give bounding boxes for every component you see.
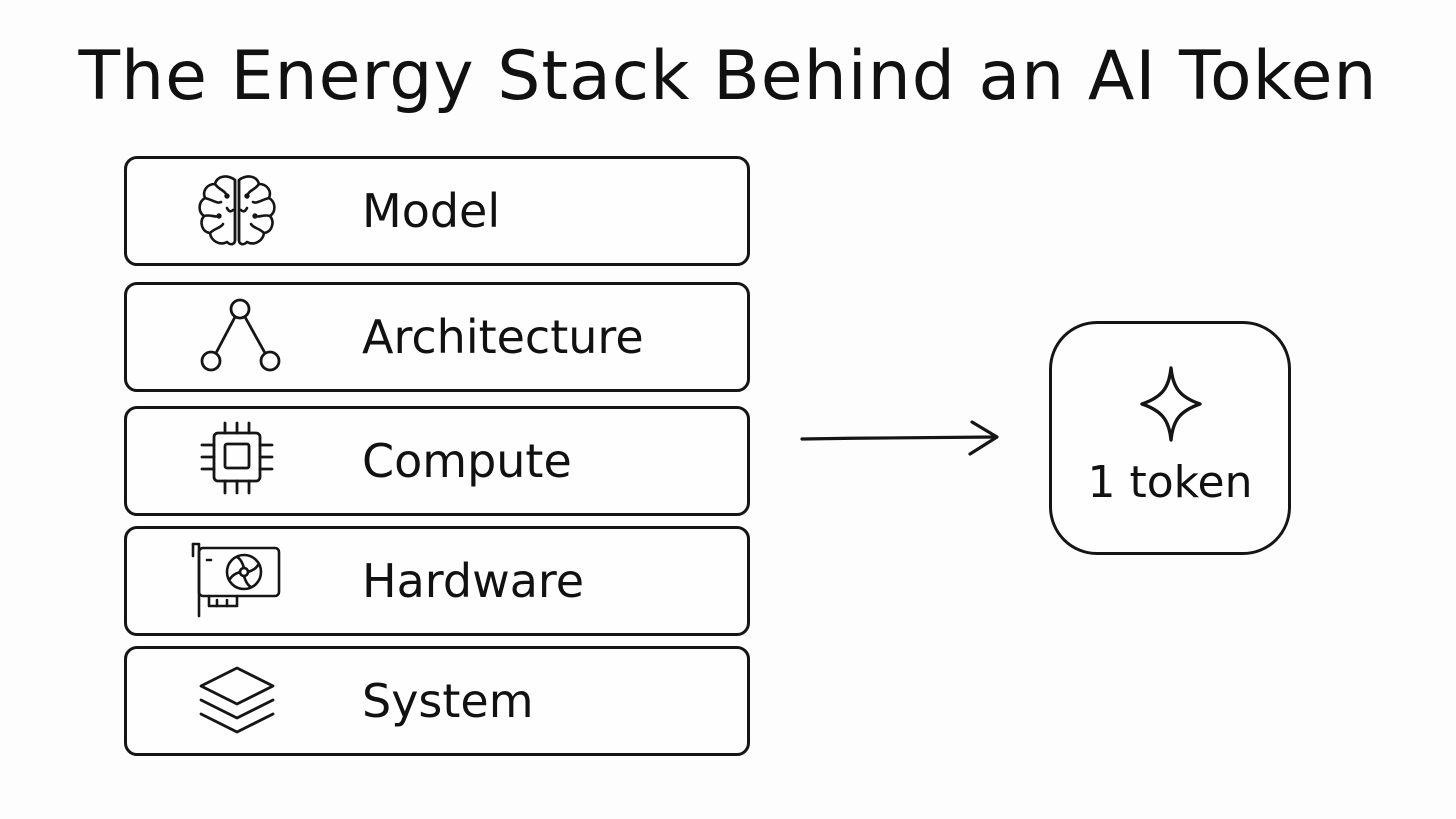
layer-label: Architecture: [362, 310, 644, 364]
diagram-title: The Energy Stack Behind an AI Token: [78, 37, 1378, 116]
layer-architecture: Architecture: [124, 282, 750, 392]
layer-compute: Compute: [124, 406, 750, 516]
layer-label: Model: [362, 184, 501, 238]
layer-hardware: Hardware: [124, 526, 750, 636]
brain-icon: [187, 166, 287, 256]
token-label: 1 token: [1087, 457, 1253, 508]
sparkle-icon: [1140, 366, 1202, 442]
token-output-box: 1 token: [1049, 321, 1291, 555]
chip-icon: [187, 416, 287, 506]
arrow-icon: [800, 420, 999, 456]
layer-system: System: [124, 646, 750, 756]
layer-label: Hardware: [362, 554, 585, 608]
layer-label: System: [362, 674, 534, 728]
gpu-card-icon: [187, 536, 287, 626]
layer-label: Compute: [362, 434, 572, 488]
layer-model: Model: [124, 156, 750, 266]
layers-icon: [187, 656, 287, 746]
graph-nodes-icon: [187, 292, 287, 382]
